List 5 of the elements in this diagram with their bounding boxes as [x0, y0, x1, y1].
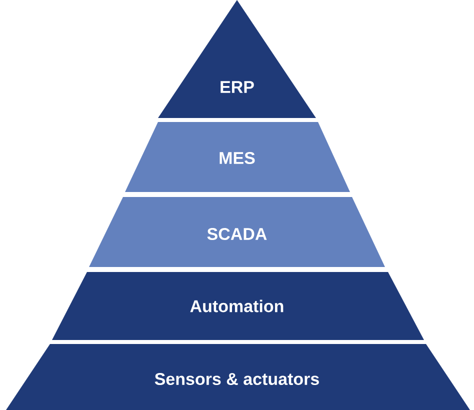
pyramid-layer: MES — [125, 122, 350, 192]
pyramid-layer: ERP — [158, 0, 316, 118]
pyramid-layer: Sensors & actuators — [6, 344, 470, 410]
pyramid-layer: Automation — [52, 272, 424, 340]
pyramid-layer: SCADA — [89, 197, 385, 267]
